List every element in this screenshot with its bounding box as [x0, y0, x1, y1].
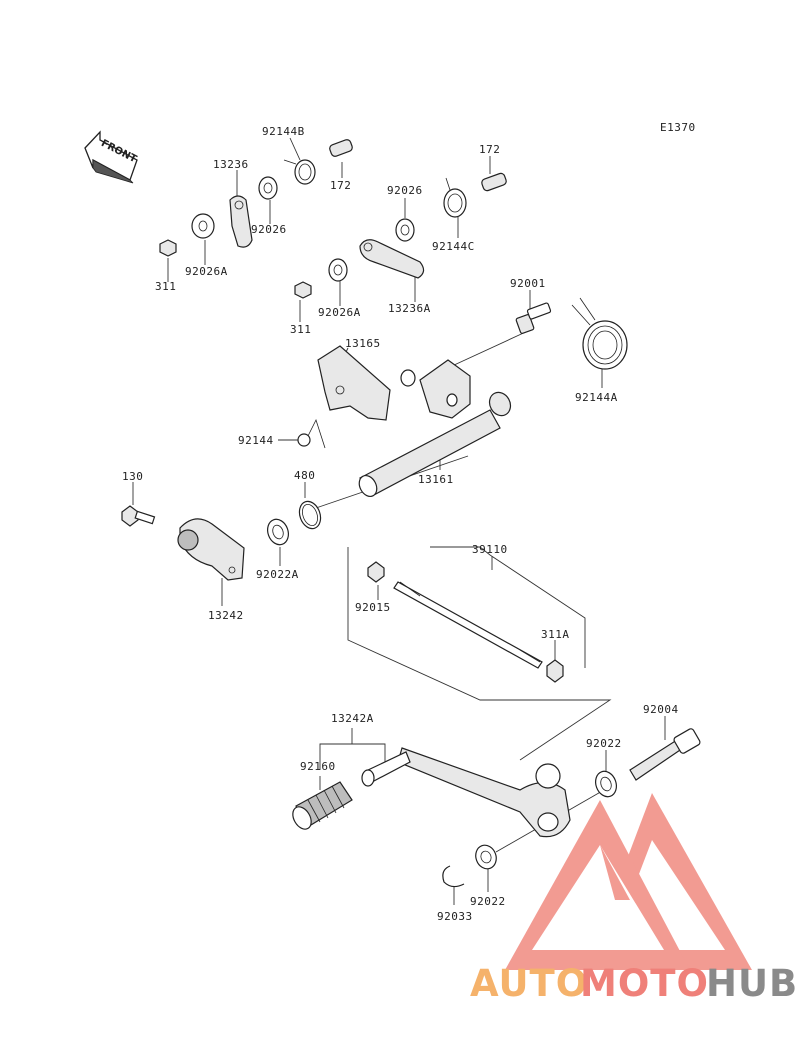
spring-92144a: [571, 297, 628, 370]
label-92144a: 92144A: [575, 391, 618, 404]
washer-92026-right: [395, 218, 415, 242]
pin-172-right: [481, 172, 507, 192]
arm-13236: [229, 195, 253, 248]
pin-172-top: [329, 139, 353, 157]
label-92026-right: 92026: [387, 184, 423, 197]
washer-92022a: [267, 518, 289, 546]
rod-39110: [393, 581, 543, 669]
watermark-hub: HUB: [706, 962, 798, 1005]
watermark-text: AUTO MOTO HUB: [470, 962, 798, 1005]
watermark-moto: MOTO: [580, 962, 709, 1005]
label-13242a: 13242A: [331, 712, 374, 725]
washer-92026-left: [258, 176, 278, 200]
label-311a: 311A: [541, 628, 570, 641]
shift-lever-13242a: [361, 747, 571, 838]
arm-13236a: [359, 239, 425, 279]
label-311-right: 311: [290, 323, 311, 336]
front-arrow-icon: FRONT: [84, 130, 138, 184]
label-92022a: 92022A: [256, 568, 299, 581]
label-92033: 92033: [437, 910, 473, 923]
bolt-130: [121, 505, 156, 527]
plate-13165: [317, 345, 391, 421]
washer-92022-right: [595, 770, 617, 798]
spring-92144b: [283, 159, 316, 185]
watermark-auto: AUTO: [470, 962, 588, 1005]
label-13165: 13165: [345, 337, 381, 350]
label-13236a: 13236A: [388, 302, 431, 315]
nut-92015: [367, 561, 385, 583]
bolt-92001: [515, 302, 552, 334]
washer-92026a-right: [328, 258, 348, 282]
label-172-top: 172: [330, 179, 351, 192]
label-480: 480: [294, 469, 315, 482]
circlip-480: [298, 500, 322, 530]
label-39110: 39110: [472, 543, 508, 556]
label-92026-left: 92026: [251, 223, 287, 236]
label-92001: 92001: [510, 277, 546, 290]
washer-92026a-left: [191, 213, 215, 239]
label-13242: 13242: [208, 609, 244, 622]
label-311-left: 311: [155, 280, 176, 293]
diagram-code: E1370: [660, 121, 696, 134]
label-92004: 92004: [643, 703, 679, 716]
label-172-right: 172: [479, 143, 500, 156]
label-92144b: 92144B: [262, 125, 305, 138]
clip-92033: [442, 865, 465, 888]
label-92015: 92015: [355, 601, 391, 614]
label-130: 130: [122, 470, 143, 483]
label-92160: 92160: [300, 760, 336, 773]
bolt-92004: [629, 728, 701, 781]
part-labels: 92144B 13236 172 172 92026 92026 311 920…: [122, 125, 679, 923]
shaft-13161: [358, 359, 512, 498]
label-92022-right: 92022: [586, 737, 622, 750]
rubber-92160: [292, 781, 353, 830]
label-92144c: 92144C: [432, 240, 475, 253]
label-92026a-left: 92026A: [185, 265, 228, 278]
spring-92144: [297, 418, 326, 449]
label-92026a-right: 92026A: [318, 306, 361, 319]
watermark-logo-icon: [505, 793, 752, 970]
spring-92144c: [443, 177, 467, 218]
label-13236: 13236: [213, 158, 249, 171]
nut-311-left: [159, 239, 177, 257]
nut-311a: [546, 659, 564, 683]
label-92144: 92144: [238, 434, 274, 447]
label-13161: 13161: [418, 473, 454, 486]
nut-311-right: [294, 281, 312, 299]
arm-13242: [177, 518, 245, 581]
label-92022-lower: 92022: [470, 895, 506, 908]
washer-92022-lower: [475, 844, 497, 870]
